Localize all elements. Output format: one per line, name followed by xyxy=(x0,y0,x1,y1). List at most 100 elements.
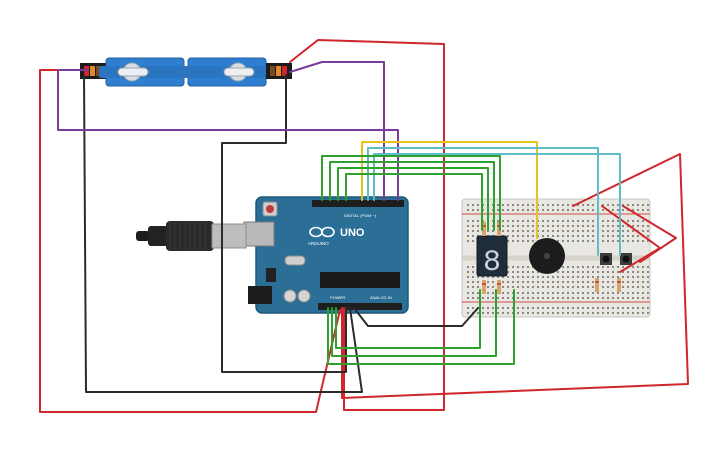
breadboard-hole xyxy=(527,281,529,283)
breadboard-hole xyxy=(472,230,474,232)
breadboard-hole xyxy=(607,286,609,288)
green-wire[interactable] xyxy=(345,173,483,231)
digital-header[interactable] xyxy=(312,200,404,207)
resistor[interactable] xyxy=(617,278,621,292)
atmega-chip xyxy=(320,272,400,288)
green-wire[interactable] xyxy=(335,289,481,349)
breadboard-hole xyxy=(527,307,529,309)
reset-button-cap[interactable] xyxy=(266,205,274,213)
green-wire[interactable] xyxy=(327,289,515,365)
breadboard-hole xyxy=(567,209,569,211)
breadboard-hole xyxy=(622,312,624,314)
power-analog-header[interactable] xyxy=(318,303,402,310)
breadboard-hole xyxy=(627,286,629,288)
breadboard-hole xyxy=(487,292,489,294)
breadboard-hole xyxy=(572,240,574,242)
breadboard-hole xyxy=(512,286,514,288)
breadboard-hole xyxy=(612,276,614,278)
push-button-2[interactable] xyxy=(620,253,632,265)
breadboard-hole xyxy=(582,312,584,314)
breadboard-hole xyxy=(577,286,579,288)
breadboard-hole xyxy=(507,271,509,273)
breadboard-hole xyxy=(607,297,609,299)
breadboard-hole xyxy=(507,225,509,227)
red-wire[interactable] xyxy=(341,153,689,399)
green-wire[interactable] xyxy=(329,161,495,231)
breadboard-hole xyxy=(642,204,644,206)
green-wire[interactable] xyxy=(337,167,489,231)
breadboard-hole xyxy=(617,307,619,309)
breadboard-hole xyxy=(542,286,544,288)
breadboard-hole xyxy=(602,276,604,278)
breadboard-hole xyxy=(577,209,579,211)
breadboard-hole xyxy=(587,307,589,309)
breadboard-hole xyxy=(472,276,474,278)
breadboard-hole xyxy=(637,276,639,278)
breadboard-hole xyxy=(632,235,634,237)
breadboard-hole xyxy=(517,281,519,283)
breadboard-hole xyxy=(577,281,579,283)
resistor[interactable] xyxy=(497,280,501,294)
red-wire[interactable] xyxy=(39,69,341,413)
servo-motor-right[interactable] xyxy=(182,57,292,87)
breadboard-hole xyxy=(522,230,524,232)
breadboard-hole xyxy=(602,220,604,222)
servo-motor-left[interactable] xyxy=(80,57,191,87)
breadboard-hole xyxy=(507,230,509,232)
breadboard-hole xyxy=(632,209,634,211)
breadboard-hole xyxy=(542,235,544,237)
cyan-wire[interactable] xyxy=(373,153,621,256)
breadboard-hole xyxy=(492,292,494,294)
breadboard-hole xyxy=(592,204,594,206)
breadboard-hole xyxy=(577,266,579,268)
breadboard-hole xyxy=(467,235,469,237)
black-wire[interactable] xyxy=(221,74,347,373)
green-wire[interactable] xyxy=(321,155,501,231)
breadboard-hole xyxy=(472,204,474,206)
arduino-uno-board[interactable]: UNO ARDUINO DIGITAL (PWM ~) ANALOG IN PO… xyxy=(243,196,409,314)
black-wire[interactable] xyxy=(353,307,479,327)
breadboard-hole xyxy=(532,209,534,211)
breadboard-hole xyxy=(487,286,489,288)
breadboard-hole xyxy=(577,271,579,273)
breadboard-hole xyxy=(552,292,554,294)
breadboard-hole xyxy=(632,266,634,268)
breadboard-hole xyxy=(562,204,564,206)
red-wire[interactable] xyxy=(622,205,677,263)
usb-cable[interactable] xyxy=(136,221,247,251)
breadboard-hole xyxy=(602,204,604,206)
breadboard-hole xyxy=(572,281,574,283)
breadboard-hole xyxy=(627,230,629,232)
breadboard-hole xyxy=(597,312,599,314)
usb-port[interactable] xyxy=(243,221,275,247)
breadboard-hole xyxy=(512,209,514,211)
power-jack[interactable] xyxy=(248,286,272,304)
breadboard-hole xyxy=(617,297,619,299)
breadboard-hole xyxy=(627,307,629,309)
purple-wire[interactable] xyxy=(289,61,385,201)
breadboard-hole xyxy=(612,230,614,232)
green-wire[interactable] xyxy=(331,289,497,357)
breadboard-hole xyxy=(637,286,639,288)
breadboard-hole xyxy=(552,230,554,232)
breadboard-hole xyxy=(547,276,549,278)
breadboard-hole xyxy=(632,204,634,206)
black-wire[interactable] xyxy=(83,74,363,393)
breadboard-hole xyxy=(472,286,474,288)
yellow-wire[interactable] xyxy=(361,141,538,239)
piezo-buzzer[interactable] xyxy=(529,238,565,274)
resistor[interactable] xyxy=(482,280,486,294)
seven-segment-display[interactable]: 8 xyxy=(476,235,508,280)
breadboard-hole xyxy=(612,220,614,222)
breadboard-hole xyxy=(617,276,619,278)
breadboard-hole xyxy=(562,297,564,299)
breadboard-hole xyxy=(467,204,469,206)
breadboard-hole xyxy=(527,220,529,222)
breadboard-hole xyxy=(477,230,479,232)
breadboard-hole xyxy=(497,204,499,206)
breadboard-hole xyxy=(552,225,554,227)
resistor[interactable] xyxy=(595,278,599,292)
push-button-1[interactable] xyxy=(600,253,612,265)
breadboard-hole xyxy=(597,307,599,309)
